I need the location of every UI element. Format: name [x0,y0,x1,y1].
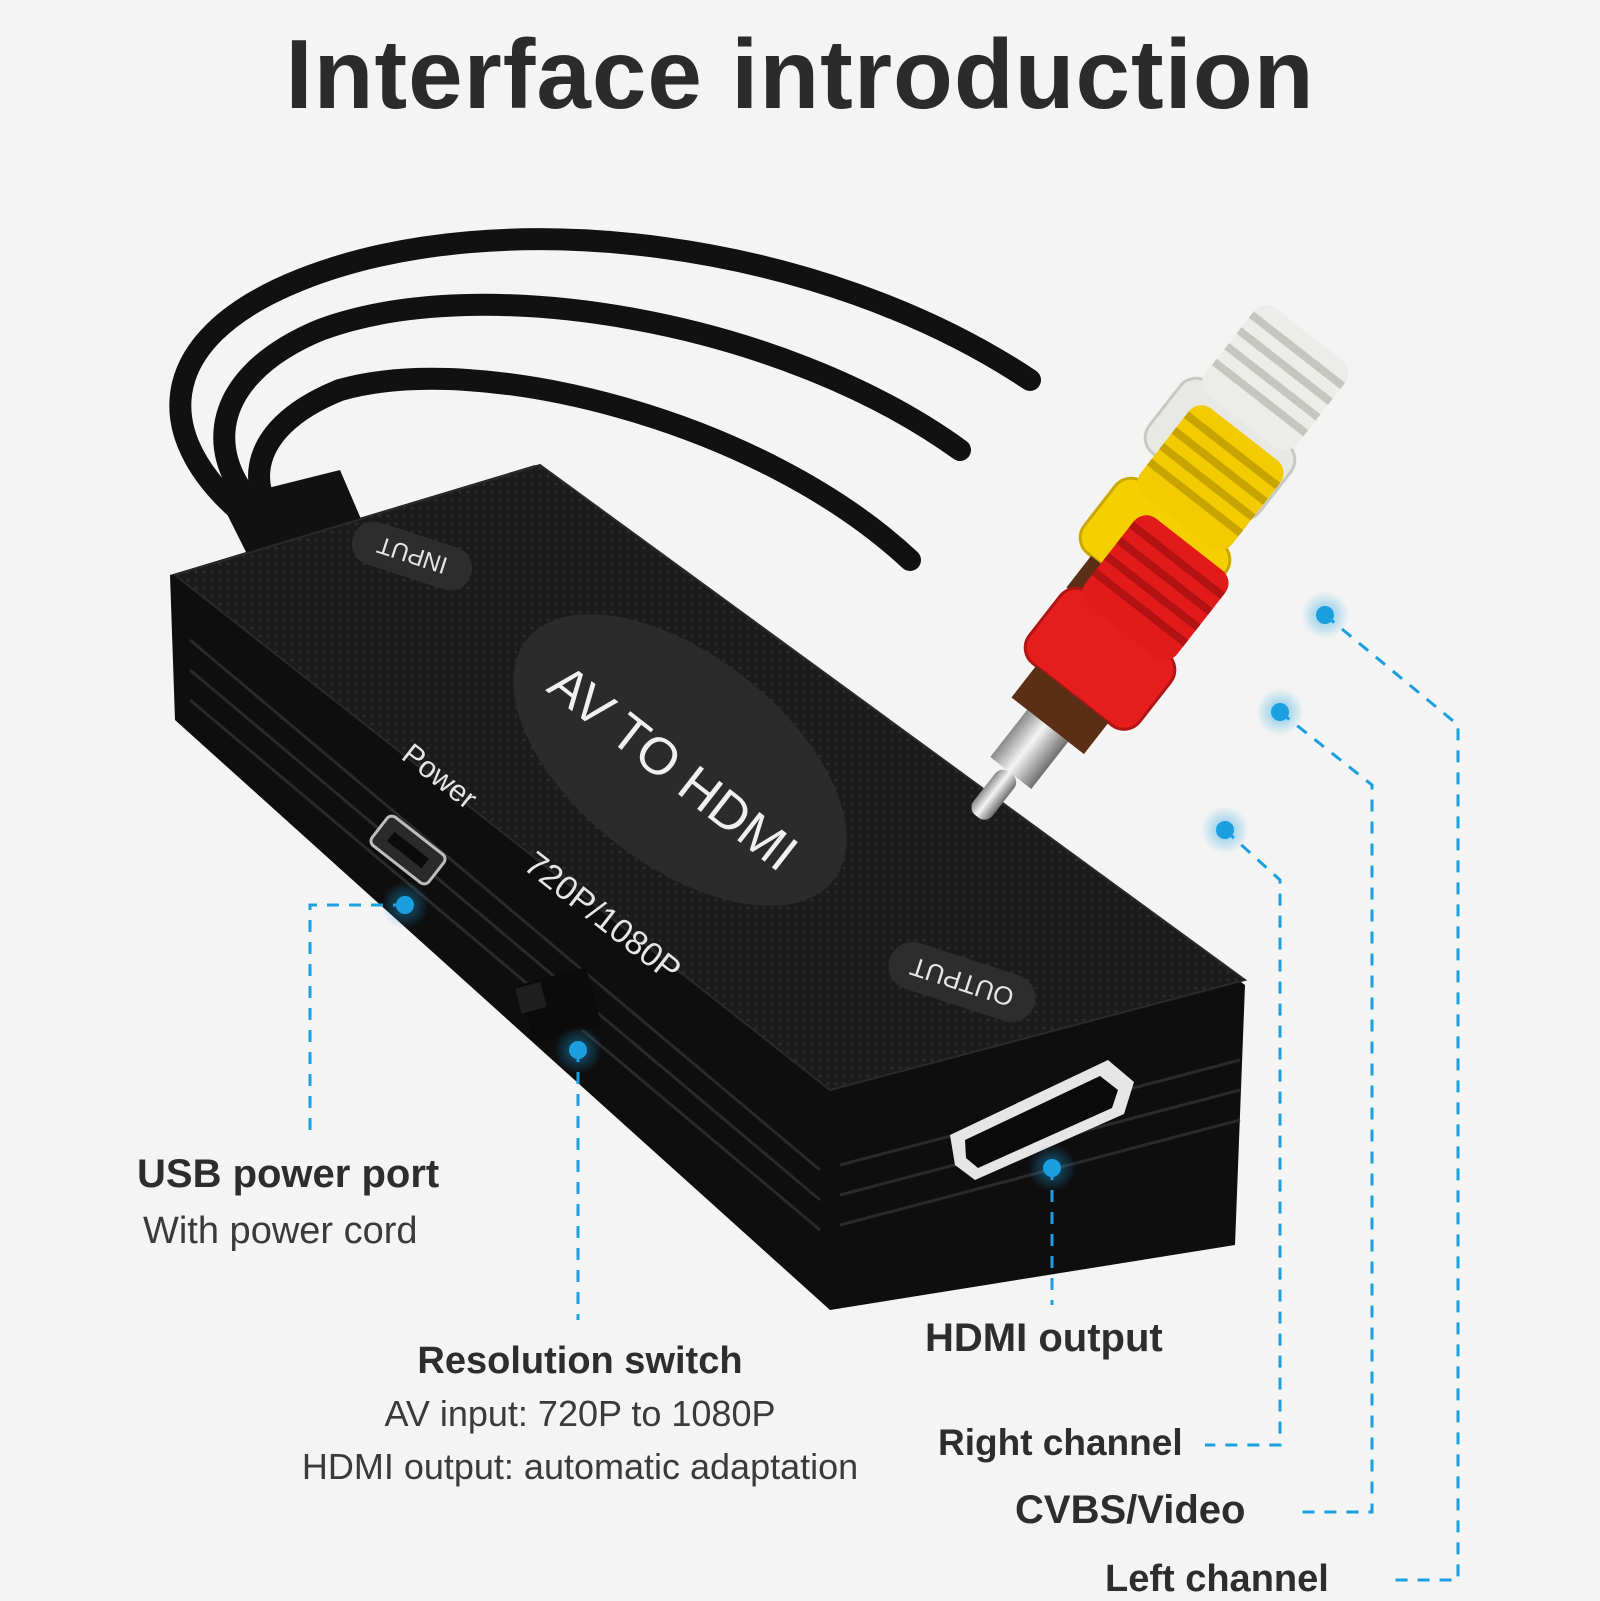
callout-dots [381,591,1349,1192]
usb-callout-title: USB power port [137,1152,440,1196]
resolution-callout-line1: AV input: 720P to 1080P [384,1393,776,1434]
hdmi-port [950,1060,1134,1180]
usb-callout-desc: With power cord [143,1210,418,1252]
cable-yellow [213,293,971,541]
left-channel-callout: Left channel [1105,1558,1329,1600]
cable-white [169,228,1041,531]
leader-video [1279,710,1374,1514]
converter-body: AV TO HDMI INPUT OUTPUT Power 720P/1080P [170,463,1248,1310]
cable-red [248,367,921,571]
usb-port [369,814,447,886]
resolution-switch [515,966,602,1044]
callout-lines [308,613,1460,1582]
video-callout: CVBS/Video [1015,1488,1246,1532]
resolution-callout-line2: HDMI output: automatic adaptation [301,1446,859,1487]
hdmi-callout-title: HDMI output [925,1316,1163,1360]
logo-badge [513,614,847,906]
input-tag: INPUT [351,521,473,591]
plug-red [971,515,1229,820]
cables [169,228,1041,571]
resolution-callout-title: Resolution switch [417,1340,743,1382]
leader-usb [308,903,405,1135]
leader-right [1205,828,1282,1447]
side-vents [189,638,1241,1232]
right-channel-callout: Right channel [938,1422,1183,1463]
leader-left [1324,613,1460,1582]
page-title: Interface introduction [285,19,1315,129]
